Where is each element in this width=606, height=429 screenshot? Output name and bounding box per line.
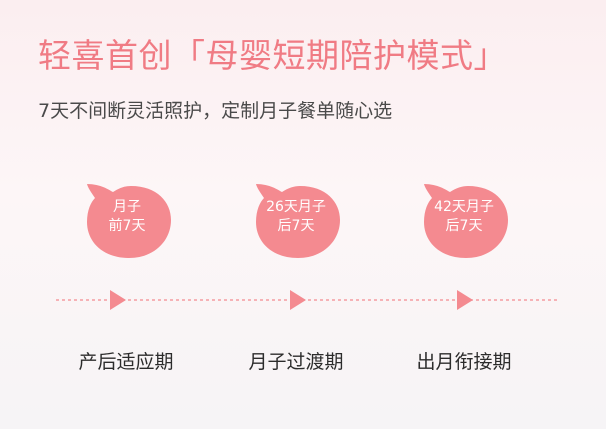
stage-bubble-line1: 月子 [113, 199, 141, 215]
stage-label-2: 月子过渡期 [248, 351, 344, 373]
stage-bubble-text: 42天月子 后7天 [426, 198, 502, 236]
timeline-arrow-1-icon [110, 290, 126, 310]
speech-bubble-icon [87, 184, 171, 258]
stage-bubble-line2: 后7天 [445, 218, 483, 234]
stage-bubble-1: 月子 前7天 [79, 180, 175, 262]
timeline-arrow-2-icon [290, 290, 306, 310]
stage-bubble-text: 26天月子 后7天 [258, 198, 334, 236]
stage-bubble-line2: 后7天 [277, 218, 315, 234]
speech-bubble-icon [256, 184, 340, 258]
stage-bubble-line2: 前7天 [108, 218, 146, 234]
timeline-arrow-3-icon [457, 290, 473, 310]
stage-bubble-line1: 42天月子 [434, 199, 494, 215]
stage-bubble-3: 42天月子 后7天 [416, 180, 512, 262]
speech-bubble-icon [424, 184, 508, 258]
page-title: 轻喜首创「母婴短期陪护模式」 [38, 36, 507, 75]
stage-bubble-text: 月子 前7天 [89, 198, 165, 236]
stage-bubble-2: 26天月子 后7天 [248, 180, 344, 262]
stage-bubble-line1: 26天月子 [266, 199, 326, 215]
stage-label-1: 产后适应期 [78, 351, 174, 373]
stage-label-3: 出月衔接期 [416, 351, 512, 373]
page-subtitle: 7天不间断灵活照护，定制月子餐单随心选 [38, 100, 393, 122]
